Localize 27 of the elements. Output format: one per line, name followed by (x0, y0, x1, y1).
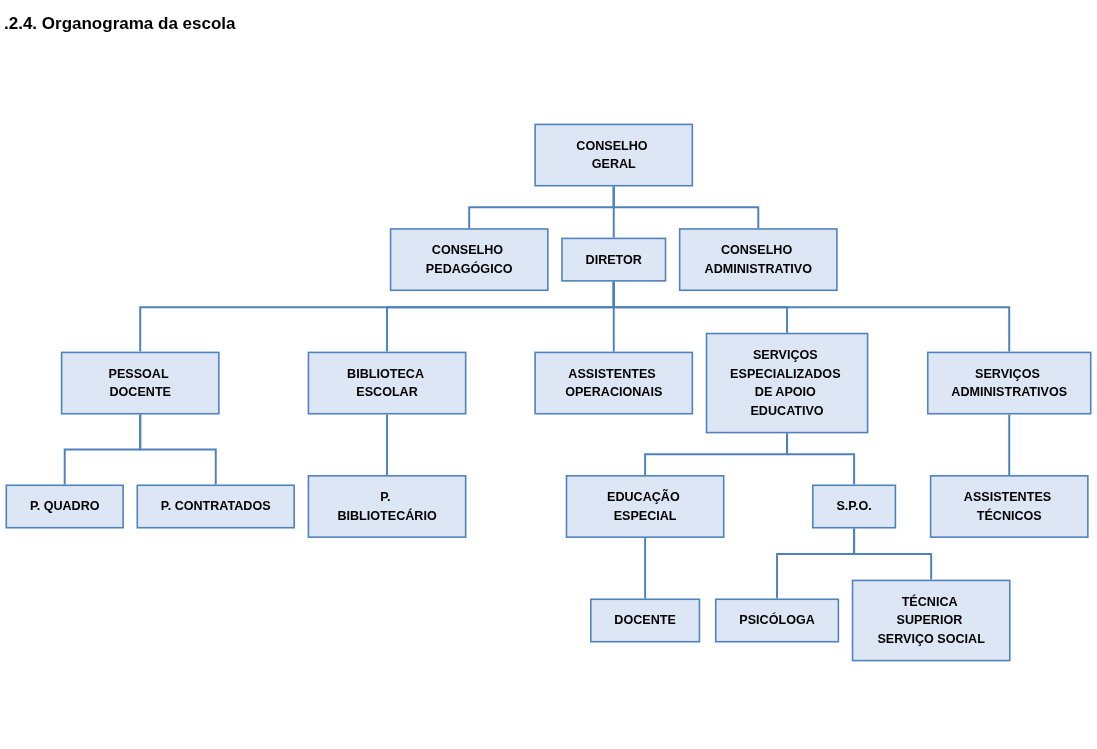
node-box: ASSISTENTES TÉCNICOS (929, 475, 1089, 538)
connector (786, 432, 856, 486)
node-box: DIRETOR (561, 237, 667, 282)
node-box: BIBLIOTECA ESCOLAR (307, 351, 467, 415)
connector (612, 185, 760, 230)
node-box: S.P.O. (812, 484, 897, 529)
connector (386, 413, 389, 477)
node-box: SERVIÇOS ESPECIALIZADOS DE APOIO EDUCATIVO (705, 332, 869, 434)
node-box: P. CONTRATADOS (136, 484, 295, 529)
node-box: PSICÓLOGA (714, 598, 840, 643)
title: .2.4. Organograma da escola (4, 14, 236, 34)
node-box: EDUCAÇÃO ESPECIAL (565, 475, 725, 538)
connector (853, 527, 933, 581)
node-box: TÉCNICA SUPERIOR SERVIÇO SOCIAL (851, 579, 1011, 662)
connector (644, 536, 647, 600)
node-box: SERVIÇOS ADMINISTRATIVOS (926, 351, 1092, 415)
node-box: P. QUADRO (5, 484, 124, 529)
node-box: CONSELHO PEDAGÓGICO (389, 228, 549, 292)
node-box: PESSOAL DOCENTE (60, 351, 220, 415)
node-box: CONSELHO GERAL (534, 123, 694, 187)
node-box: CONSELHO ADMINISTRATIVO (678, 228, 838, 292)
node-box: DOCENTE (589, 598, 701, 643)
node-box: ASSISTENTES OPERACIONAIS (534, 351, 694, 415)
node-box: P. BIBLIOTECÁRIO (307, 475, 467, 538)
connector (139, 413, 217, 486)
connector (1008, 413, 1011, 477)
connector (612, 280, 1011, 353)
